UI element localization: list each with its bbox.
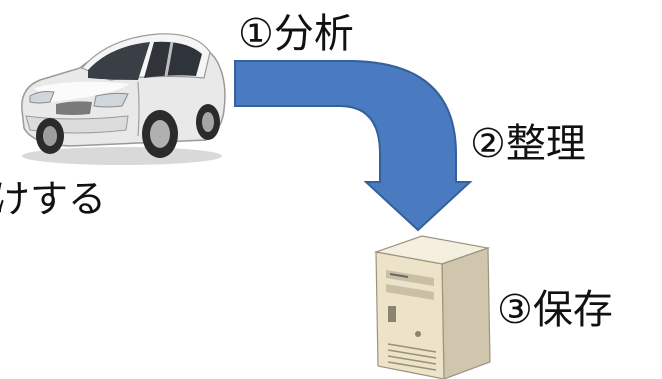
step-organize-label: ②整理 [470, 121, 586, 167]
server-icon [373, 235, 491, 379]
step-save-label: ③保存 [497, 287, 613, 333]
flow-arrow [234, 60, 473, 232]
car-caption-label: けする [0, 177, 107, 221]
car-icon [21, 33, 226, 165]
step-analyze-label: ①分析 [238, 11, 354, 57]
